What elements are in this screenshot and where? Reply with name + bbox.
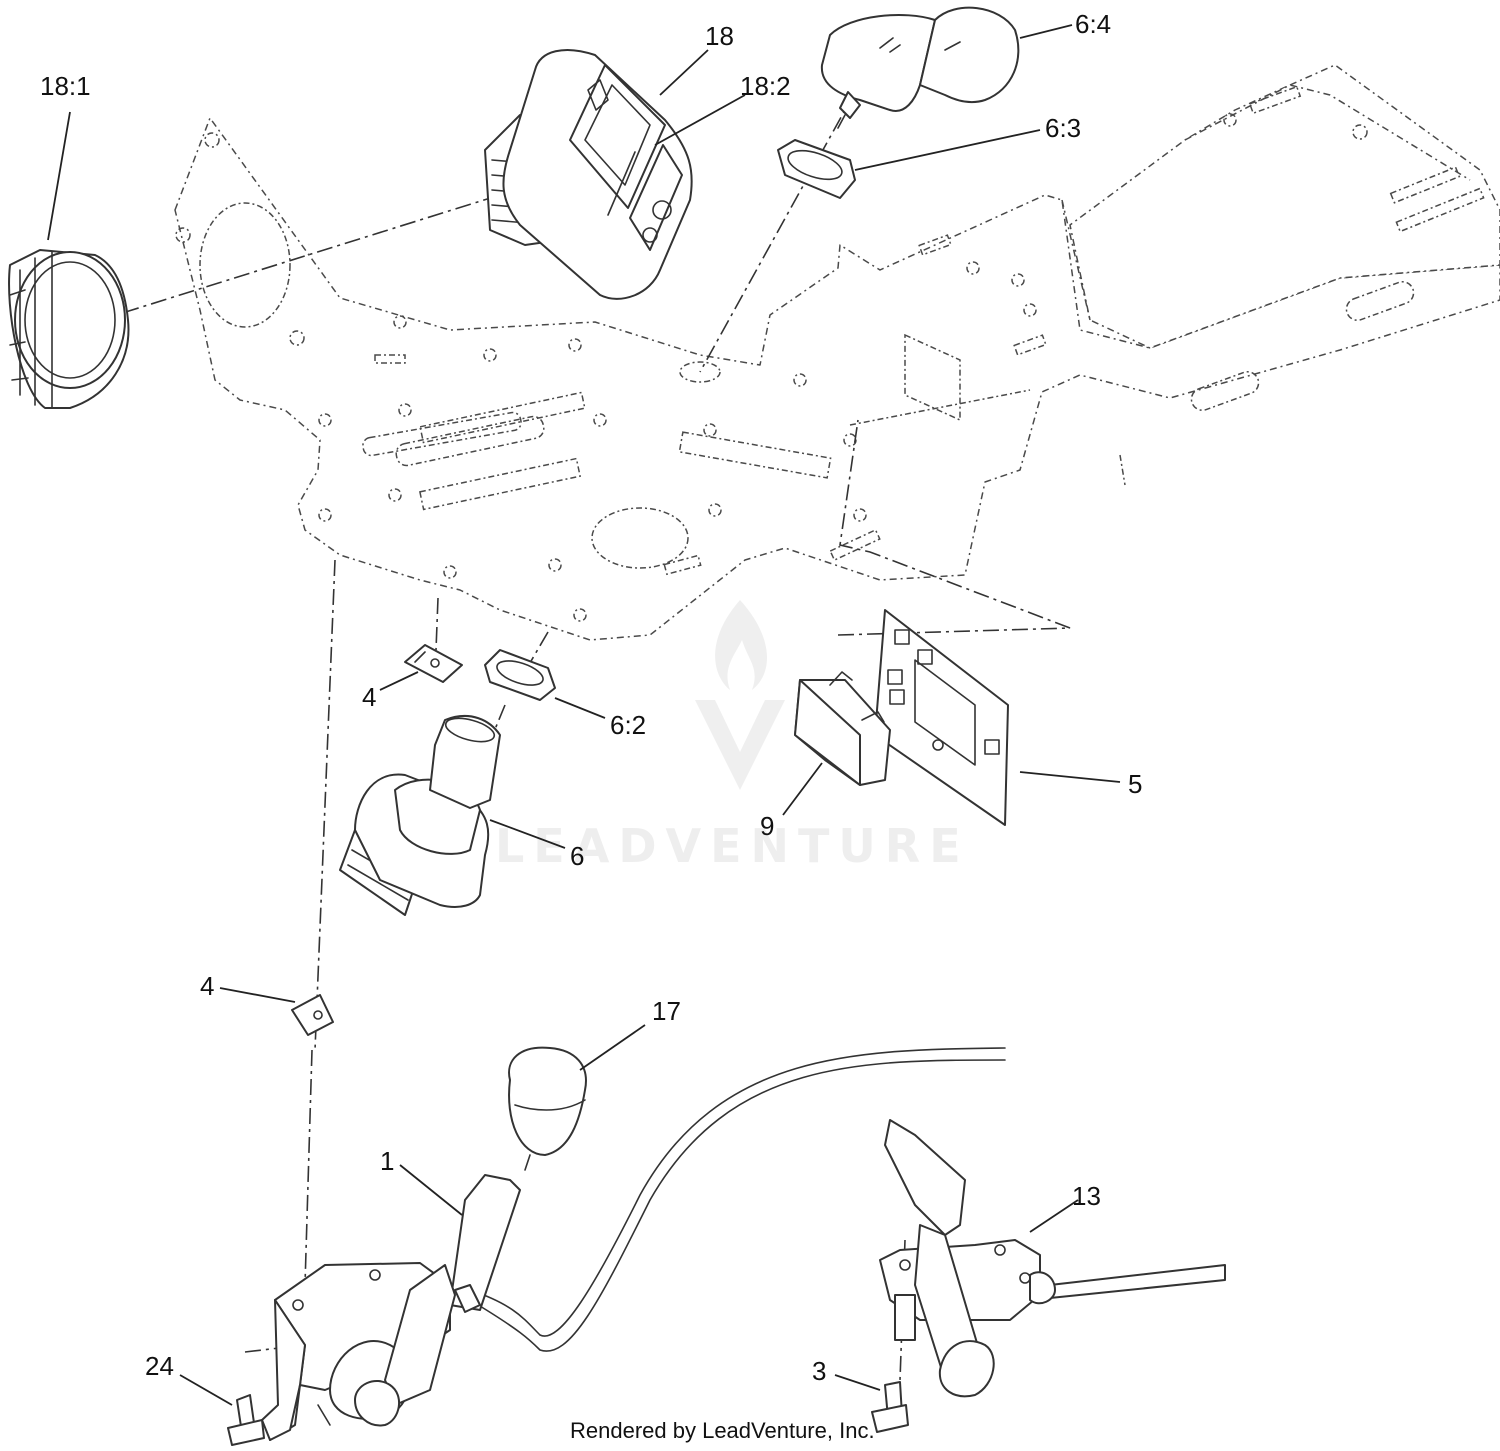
part-18-1-retaining-ring bbox=[8, 249, 130, 409]
render-credit: Rendered by LeadVenture, Inc. bbox=[570, 1418, 875, 1443]
callout-6-2: 6:2 bbox=[610, 710, 646, 740]
part-9-cover-plate bbox=[794, 671, 891, 786]
callout-18-1: 18:1 bbox=[40, 71, 91, 101]
part-6-4-key bbox=[820, 6, 1020, 129]
throttle-cable bbox=[469, 1047, 1006, 1352]
callout-13: 13 bbox=[1072, 1181, 1101, 1211]
callout-18: 18 bbox=[705, 21, 734, 51]
callout-18-2: 18:2 bbox=[740, 71, 791, 101]
part-18-infocenter-display bbox=[484, 49, 693, 300]
callout-6-4: 6:4 bbox=[1075, 9, 1111, 39]
part-5-decal-plate bbox=[874, 609, 1009, 826]
callout-4-upper: 4 bbox=[362, 682, 376, 712]
part-6-2-nut bbox=[484, 649, 556, 701]
leader-lines bbox=[47, 24, 1121, 1406]
callout-9: 9 bbox=[760, 811, 774, 841]
callout-1: 1 bbox=[380, 1146, 394, 1176]
callout-24: 24 bbox=[145, 1351, 174, 1381]
callout-4-lower: 4 bbox=[200, 971, 214, 1001]
part-6-3-hex-nut bbox=[777, 139, 856, 199]
callout-6-3: 6:3 bbox=[1045, 113, 1081, 143]
part-3-screw bbox=[871, 1381, 909, 1433]
part-4-clip-nut-upper bbox=[404, 644, 463, 683]
callout-6: 6 bbox=[570, 841, 584, 871]
part-4-clip-nut-lower bbox=[291, 994, 334, 1036]
part-6-ignition-switch bbox=[339, 715, 501, 916]
watermark-text: LEADVENTURE bbox=[495, 819, 970, 873]
callout-3: 3 bbox=[812, 1356, 826, 1386]
part-1-throttle-control-assembly bbox=[261, 1174, 521, 1441]
part-24-screw bbox=[227, 1394, 265, 1446]
callout-5: 5 bbox=[1128, 769, 1142, 799]
part-13-pedal-bracket bbox=[879, 1119, 1226, 1398]
callout-17: 17 bbox=[652, 996, 681, 1026]
mounting-frame bbox=[174, 64, 1500, 641]
leadventure-watermark-logo bbox=[695, 600, 785, 790]
part-17-knob bbox=[508, 1046, 587, 1171]
